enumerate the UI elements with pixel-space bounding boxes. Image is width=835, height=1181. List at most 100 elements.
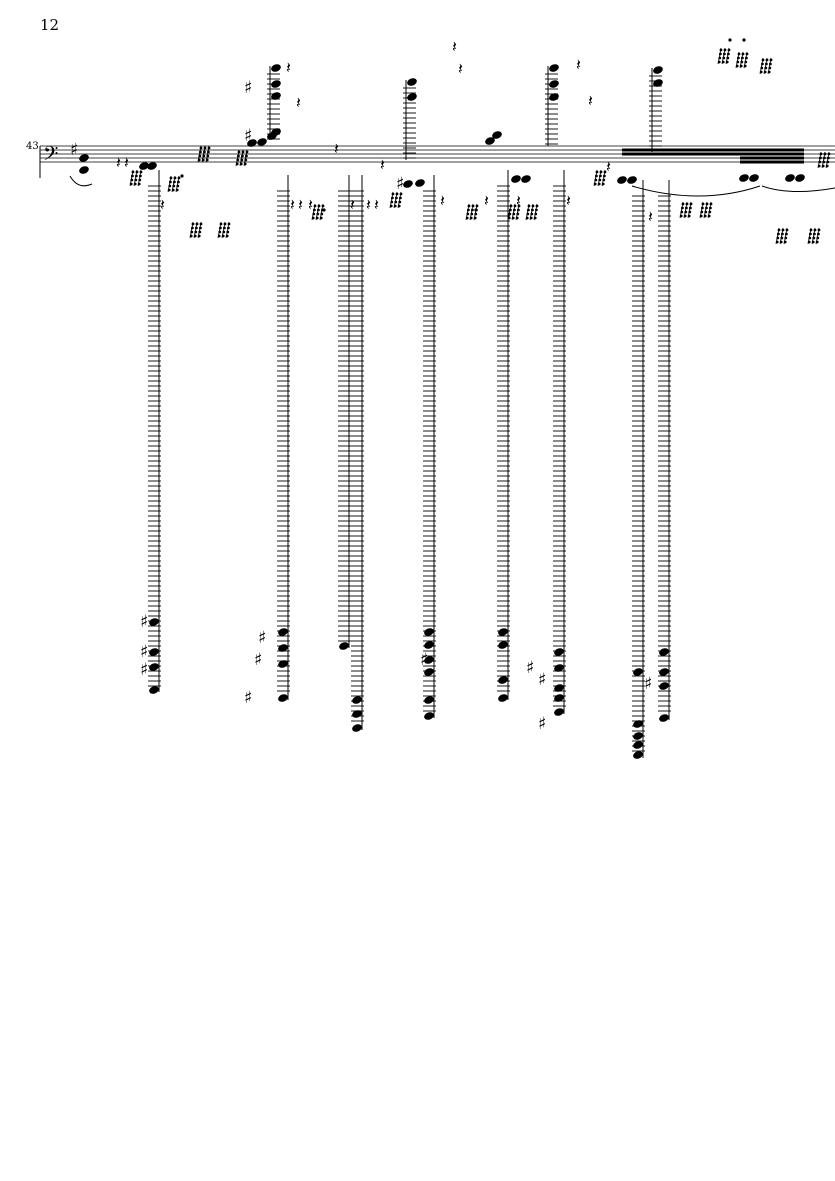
sharp-icon: ♯ (244, 688, 252, 708)
notehead (424, 628, 434, 636)
flag-cluster (703, 214, 707, 218)
flag-cluster (776, 236, 780, 240)
flag-cluster (736, 60, 740, 64)
flag-cluster (768, 66, 772, 70)
notehead (498, 641, 508, 649)
quarter-rest: 𝄽 (366, 195, 371, 214)
flag-cluster (199, 222, 203, 226)
notehead (79, 154, 89, 162)
flag-cluster (685, 206, 688, 210)
flag-cluster (761, 62, 764, 66)
flag-cluster (597, 182, 601, 186)
flag-cluster (218, 230, 222, 234)
flag-cluster (465, 216, 469, 220)
flag-cluster (395, 196, 398, 200)
notehead (424, 668, 434, 676)
tie (761, 185, 835, 193)
quarter-rest: 𝄽 (374, 195, 379, 214)
notehead (521, 175, 531, 183)
flag-cluster (769, 58, 773, 62)
flag-cluster (726, 56, 730, 60)
quarter-rest: 𝄽 (298, 195, 303, 214)
flag-cluster (133, 182, 137, 186)
notehead (554, 684, 564, 692)
flag-cluster (531, 204, 535, 208)
flag-cluster (531, 208, 534, 212)
notehead (549, 64, 559, 72)
flag-cluster (470, 212, 474, 216)
notehead (485, 137, 495, 145)
notehead (149, 648, 159, 656)
flag-cluster (815, 240, 819, 244)
flag-cluster (198, 230, 202, 234)
flag-cluster (817, 164, 821, 168)
flag-cluster (709, 206, 712, 210)
flag-cluster (827, 152, 831, 156)
flag-cluster (689, 206, 692, 210)
flag-cluster (471, 208, 474, 212)
flag-cluster (823, 152, 827, 156)
flag-cluster (219, 226, 222, 230)
page-number: 12 (40, 16, 60, 34)
flag-cluster (399, 192, 403, 196)
flag-cluster (723, 48, 727, 52)
flag-cluster (701, 202, 705, 206)
beams (69, 148, 835, 197)
flag-cluster (721, 60, 725, 64)
flag-cluster (745, 52, 749, 56)
flag-cluster (812, 236, 816, 240)
flag-cluster (321, 204, 325, 208)
flag-cluster (217, 234, 221, 238)
sharp-icon: ♯ (538, 670, 546, 690)
notehead (549, 80, 559, 88)
flag-cluster (197, 234, 201, 238)
flag-cluster (708, 210, 712, 214)
flag-cluster (809, 232, 812, 236)
flag-cluster (391, 192, 395, 196)
flag-cluster (195, 226, 198, 230)
flag-cluster (688, 210, 692, 214)
notehead (554, 648, 564, 656)
flag-cluster (813, 232, 816, 236)
flag-clusters (129, 38, 831, 245)
flag-cluster (717, 60, 721, 64)
flag-cluster (822, 160, 826, 164)
augmentation-dot (742, 38, 746, 42)
flag-cluster (313, 204, 317, 208)
flag-cluster (689, 202, 693, 206)
flag-cluster (389, 204, 393, 208)
notehead (498, 694, 508, 702)
tie (69, 175, 93, 187)
flag-cluster (226, 230, 230, 234)
notehead (424, 696, 434, 704)
flag-cluster (707, 214, 711, 218)
flag-cluster (219, 222, 223, 226)
flag-cluster (807, 240, 811, 244)
staff (39, 145, 835, 178)
notehead (149, 663, 159, 671)
flag-cluster (513, 204, 517, 208)
flag-cluster (198, 154, 202, 158)
flag-cluster (173, 180, 176, 184)
flag-cluster (759, 70, 763, 74)
flag-cluster (399, 196, 402, 200)
flag-cluster (683, 214, 687, 218)
sharp-icon: ♯ (244, 78, 252, 98)
flag-cluster (527, 204, 531, 208)
flag-cluster (509, 208, 512, 212)
flag-cluster (222, 230, 226, 234)
notehead (498, 628, 508, 636)
sharp-icon: ♯ (140, 642, 148, 662)
notehead (554, 694, 564, 702)
notehead (271, 64, 281, 72)
notehead (653, 79, 663, 87)
flag-cluster (777, 232, 780, 236)
flag-cluster (245, 154, 248, 158)
flag-cluster (603, 174, 606, 178)
flag-cluster (169, 176, 173, 180)
flag-cluster (679, 214, 683, 218)
flag-cluster (737, 52, 741, 56)
quarter-rest: 𝄽 (440, 191, 445, 210)
rests: 𝄽𝄽𝄽𝄽𝄽𝄽𝄽𝄽𝄽𝄽𝄽𝄽𝄽𝄽𝄽𝄽𝄽𝄽𝄽𝄽𝄽𝄽𝄽 (116, 37, 653, 226)
flag-cluster (681, 206, 684, 210)
